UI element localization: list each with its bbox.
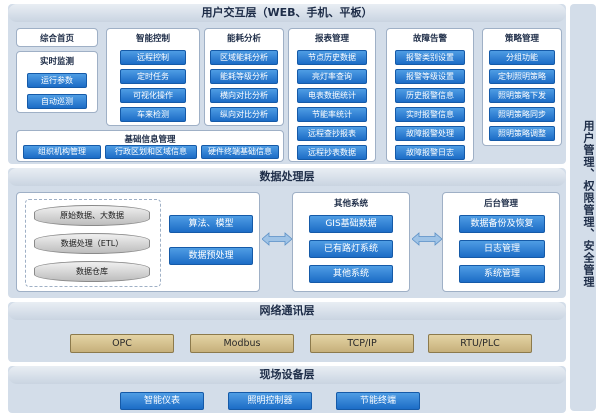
backend-title: 后台管理 (483, 199, 518, 209)
alarm-item-level[interactable]: 报警等级设置 (395, 69, 465, 84)
smart-control-title: 智能控制 (135, 34, 170, 44)
report-item-lighting-rate[interactable]: 亮灯率查询 (297, 69, 367, 84)
alarm-item-log[interactable]: 故障报警日志 (395, 145, 465, 160)
strategy-item-sync[interactable]: 照明策略同步 (489, 107, 555, 122)
net-item-opc[interactable]: OPC (70, 334, 174, 353)
basic-item-hardware[interactable]: 硬件终端基础信息 (201, 145, 279, 159)
smart-control-item-timer[interactable]: 定时任务 (120, 69, 186, 84)
warehouse-cylinder: 数据仓库 (34, 261, 150, 282)
data-processing-layer: 数据处理层 原始数据、大数据 数据处理（ETL） 数据仓库 算法、模型 数据预处… (8, 168, 566, 298)
alarm-item-realtime[interactable]: 实时报警信息 (395, 107, 465, 122)
energy-analysis-title: 能耗分析 (226, 34, 261, 44)
report-item-meter[interactable]: 电表数据统计 (297, 88, 367, 103)
net-item-tcpip[interactable]: TCP/IP (310, 334, 414, 353)
raw-data-cylinder: 原始数据、大数据 (34, 205, 150, 226)
other-item-legacy[interactable]: 已有路灯系统 (309, 240, 393, 258)
strategy-item-dispatch[interactable]: 照明策略下发 (489, 88, 555, 103)
report-item-remote-data[interactable]: 远程抄表数据 (297, 145, 367, 160)
user-interaction-layer-title: 用户交互层（WEB、手机、平板） (8, 4, 566, 22)
energy-item-area[interactable]: 区域能耗分析 (210, 50, 278, 65)
report-item-saving[interactable]: 节能率统计 (297, 107, 367, 122)
fault-alarm-title: 故障告警 (412, 34, 447, 44)
other-item-others[interactable]: 其他系统 (309, 265, 393, 283)
strategy-panel: 策略管理 分组功能 定制照明策略 照明策略下发 照明策略同步 照明策略调整 (482, 28, 562, 146)
data-pipeline-panel: 原始数据、大数据 数据处理（ETL） 数据仓库 算法、模型 数据预处理 (16, 192, 260, 292)
energy-item-level[interactable]: 能耗等级分析 (210, 69, 278, 84)
report-item-remote-report[interactable]: 远程查抄报表 (297, 126, 367, 141)
device-item-terminal[interactable]: 节能终端 (336, 392, 420, 410)
alarm-item-handling[interactable]: 故障报警处理 (395, 126, 465, 141)
report-title: 报表管理 (314, 34, 349, 44)
alarm-item-category[interactable]: 报警类别设置 (395, 50, 465, 65)
smart-control-panel: 智能控制 远程控制 定时任务 可视化操作 车来检测 (106, 28, 200, 126)
smart-control-item-visual[interactable]: 可视化操作 (120, 88, 186, 103)
alarm-item-history[interactable]: 历史报警信息 (395, 88, 465, 103)
basic-item-org[interactable]: 组织机构管理 (23, 145, 101, 159)
net-item-rtuplc[interactable]: RTU/PLC (428, 334, 532, 353)
network-layer-title: 网络通讯层 (8, 302, 566, 320)
energy-analysis-panel: 能耗分析 区域能耗分析 能耗等级分析 横向对比分析 纵向对比分析 (204, 28, 284, 126)
side-management-label: 用户管理、权限管理、安全管理 (582, 120, 595, 288)
device-item-meter[interactable]: 智能仪表 (120, 392, 204, 410)
network-layer: 网络通讯层 OPC Modbus TCP/IP RTU/PLC (8, 302, 566, 362)
etl-cylinder: 数据处理（ETL） (34, 233, 150, 254)
home-panel[interactable]: 综合首页 (16, 28, 98, 47)
report-item-history[interactable]: 节点历史数据 (297, 50, 367, 65)
strategy-item-adjust[interactable]: 照明策略调整 (489, 126, 555, 141)
home-label: 综合首页 (39, 34, 74, 44)
energy-item-horizontal[interactable]: 横向对比分析 (210, 88, 278, 103)
other-systems-title: 其他系统 (333, 199, 368, 209)
report-panel: 报表管理 节点历史数据 亮灯率查询 电表数据统计 节能率统计 远程查抄报表 远程… (288, 28, 376, 162)
basic-info-panel: 基础信息管理 组织机构管理 行政区划和区域信息 硬件终端基础信息 (16, 130, 284, 162)
realtime-panel: 实时监测 运行参数 自动巡测 (16, 51, 98, 113)
double-arrow-icon (262, 232, 292, 246)
strategy-item-custom[interactable]: 定制照明策略 (489, 69, 555, 84)
preprocess-button[interactable]: 数据预处理 (169, 247, 253, 265)
backend-panel: 后台管理 数据备份及恢复 日志管理 系统管理 (442, 192, 560, 292)
backend-item-backup[interactable]: 数据备份及恢复 (459, 215, 545, 233)
fault-alarm-panel: 故障告警 报警类别设置 报警等级设置 历史报警信息 实时报警信息 故障报警处理 … (386, 28, 474, 162)
double-arrow-icon (412, 232, 442, 246)
side-management-bar: 用户管理、权限管理、安全管理 (570, 4, 596, 411)
backend-item-log[interactable]: 日志管理 (459, 240, 545, 258)
realtime-item-params[interactable]: 运行参数 (27, 73, 87, 88)
smart-control-item-vehicle[interactable]: 车来检测 (120, 107, 186, 122)
basic-item-region[interactable]: 行政区划和区域信息 (105, 145, 197, 159)
other-item-gis[interactable]: GIS基础数据 (309, 215, 393, 233)
device-item-controller[interactable]: 照明控制器 (228, 392, 312, 410)
device-layer-title: 现场设备层 (8, 366, 566, 384)
other-systems-panel: 其他系统 GIS基础数据 已有路灯系统 其他系统 (292, 192, 410, 292)
realtime-title: 实时监测 (39, 57, 74, 67)
data-processing-layer-title: 数据处理层 (8, 168, 566, 186)
net-item-modbus[interactable]: Modbus (190, 334, 294, 353)
algo-model-button[interactable]: 算法、模型 (169, 215, 253, 233)
smart-control-item-remote[interactable]: 远程控制 (120, 50, 186, 65)
realtime-item-patrol[interactable]: 自动巡测 (27, 94, 87, 109)
energy-item-vertical[interactable]: 纵向对比分析 (210, 107, 278, 122)
user-interaction-layer: 用户交互层（WEB、手机、平板） 综合首页 实时监测 运行参数 自动巡测 智能控… (8, 4, 566, 164)
backend-item-system[interactable]: 系统管理 (459, 265, 545, 283)
strategy-item-group[interactable]: 分组功能 (489, 50, 555, 65)
basic-info-title: 基础信息管理 (124, 135, 176, 145)
strategy-title: 策略管理 (504, 34, 539, 44)
data-warehouse-group: 原始数据、大数据 数据处理（ETL） 数据仓库 (25, 199, 161, 287)
device-layer: 现场设备层 智能仪表 照明控制器 节能终端 (8, 366, 566, 413)
